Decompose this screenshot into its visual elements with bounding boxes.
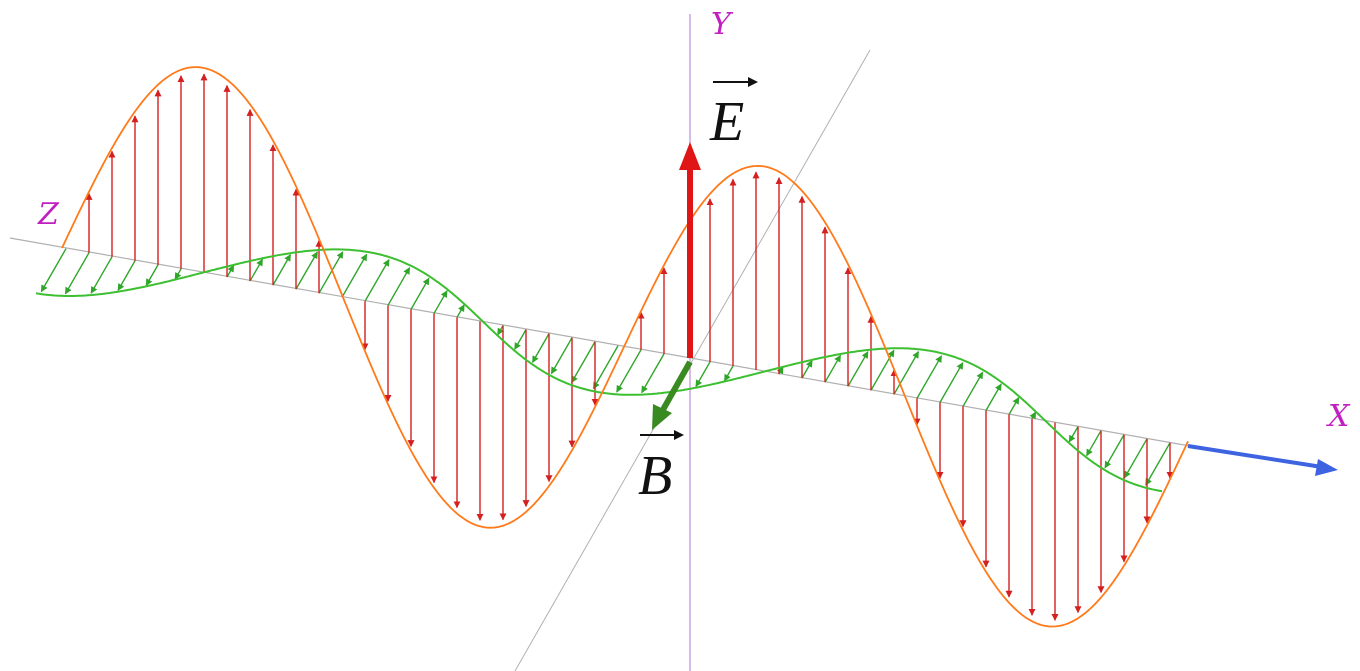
depth-axis-line <box>514 49 871 671</box>
z-axis-line <box>9 237 1191 447</box>
b-vector-label: B <box>638 430 684 507</box>
magnetic-field-arrow <box>40 248 67 293</box>
magnetic-field-arrow <box>364 258 390 302</box>
y-axis-label: Y <box>711 7 734 42</box>
e-vector-head <box>679 142 701 170</box>
magnetic-field-arrow <box>695 361 711 388</box>
magnetic-field-arrow <box>226 264 235 278</box>
magnetic-field-arrow <box>962 371 984 407</box>
magnetic-field-arrow <box>341 253 368 298</box>
magnetic-field-arrow <box>550 337 573 375</box>
magnetic-field-arrow <box>1085 430 1102 457</box>
magnetic-field-arrow <box>456 304 465 318</box>
magnetic-field-arrow <box>387 267 411 306</box>
magnetic-field-arrow <box>592 345 619 390</box>
magnetic-field-arrow <box>117 260 136 291</box>
magnetic-field-arrow <box>893 350 920 395</box>
magnetic-field-arrow <box>723 365 734 382</box>
b-vector-shaft <box>657 360 693 417</box>
e-label-overarrow-head <box>748 77 758 87</box>
magnetic-field-arrow <box>531 333 550 364</box>
magnetic-field-arrow <box>641 353 665 394</box>
electric-field-envelope <box>61 66 1189 628</box>
e-label-text: E <box>709 91 744 153</box>
magnetic-field-arrow <box>1145 442 1171 486</box>
e-vector-label: E <box>709 77 758 153</box>
propagation-arrow-shaft <box>1187 444 1323 469</box>
magnetic-field-arrow <box>1008 396 1020 415</box>
magnetic-field-arrow <box>514 329 527 350</box>
magnetic-field-arrow <box>801 359 813 379</box>
magnetic-field-arrow <box>295 251 319 290</box>
magnetic-field-arrow <box>1068 426 1079 443</box>
magnetic-field-arrows <box>40 248 1171 486</box>
magnetic-field-arrow <box>847 351 869 387</box>
x-axis-label: X <box>1326 399 1351 434</box>
magnetic-field-arrow <box>1104 434 1125 469</box>
magnetic-field-arrow <box>272 253 292 286</box>
magnetic-field-arrow <box>939 362 964 403</box>
magnetic-field-arrow <box>870 349 895 391</box>
magnetic-field-arrow <box>249 258 264 282</box>
magnetic-field-arrow <box>1123 438 1148 479</box>
magnetic-field-arrow <box>570 341 596 384</box>
electric-field-arrows <box>85 73 1174 621</box>
magnetic-field-arrow <box>985 383 1002 411</box>
magnetic-field-arrow <box>318 251 344 294</box>
magnetic-field-arrow <box>497 325 504 336</box>
magnetic-field-arrow <box>616 349 642 393</box>
b-label-text: B <box>638 445 672 507</box>
magnetic-field-arrow <box>64 252 90 295</box>
magnetic-field-arrow <box>824 354 842 383</box>
magnetic-field-arrow <box>90 256 113 294</box>
z-axis-label: Z <box>37 197 60 232</box>
magnetic-field-arrow <box>916 355 943 399</box>
b-label-overarrow-head <box>674 430 684 440</box>
magnetic-field-arrow <box>174 268 182 280</box>
magnetic-field-arrow <box>410 277 430 310</box>
magnetic-field-arrow <box>1029 411 1037 420</box>
magnetic-field-envelope <box>35 248 1163 493</box>
magnetic-field-arrow <box>145 264 159 287</box>
b-vector-head <box>652 404 672 430</box>
magnetic-field-arrow <box>433 290 448 314</box>
propagation-arrow-head <box>1315 459 1338 476</box>
